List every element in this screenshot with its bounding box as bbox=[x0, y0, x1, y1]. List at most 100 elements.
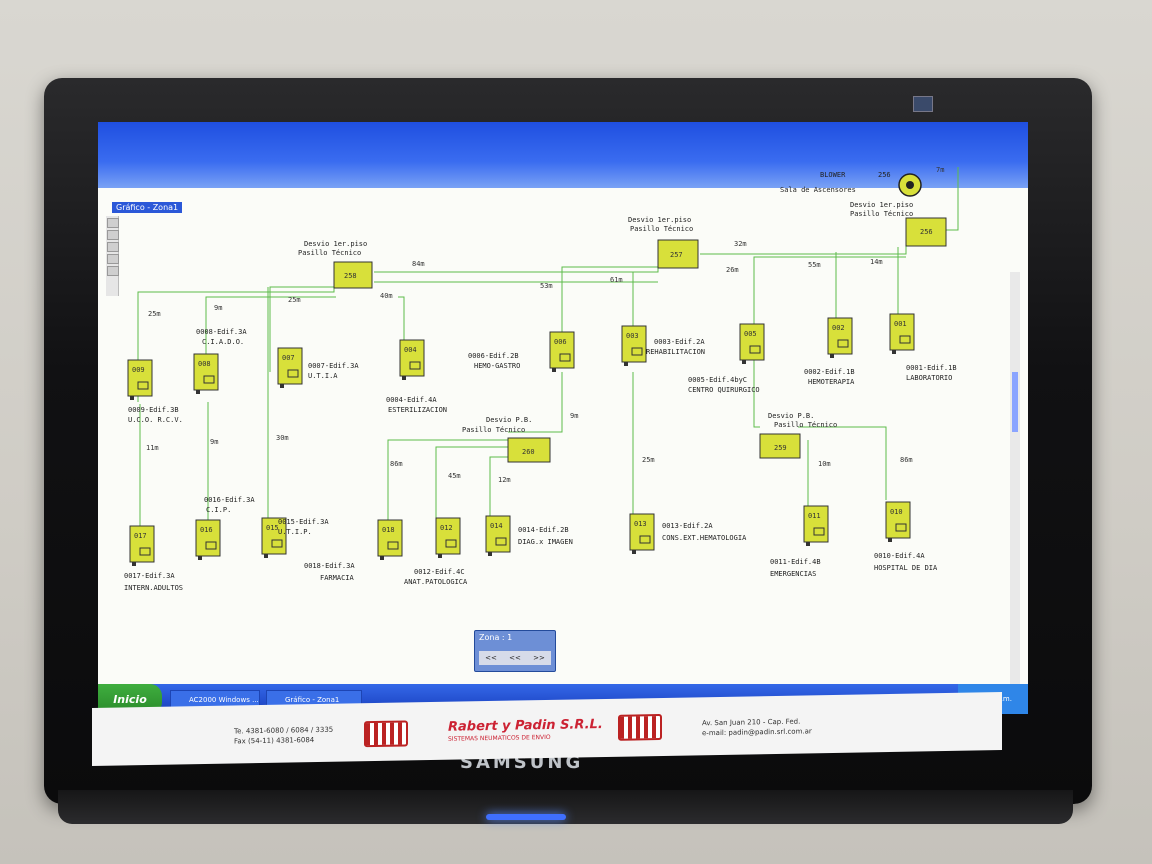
station-id: 015 bbox=[266, 524, 279, 532]
svg-text:259: 259 bbox=[774, 444, 787, 452]
tool-button[interactable] bbox=[107, 230, 119, 240]
devio-260: 260 Desvio P.B. Pasillo Técnico bbox=[462, 416, 551, 463]
station-006[interactable]: 006 0006-Edif.2B HEMO-GASTRO bbox=[468, 331, 575, 372]
zone-dialog: Zona : 1 << << >> bbox=[474, 630, 556, 672]
station-code: 0010-Edif.4A bbox=[874, 552, 925, 560]
svg-text:Desvio 1er.piso: Desvio 1er.piso bbox=[304, 240, 367, 248]
blower-label: BLOWER bbox=[820, 171, 846, 179]
station-name: U.T.I.P. bbox=[278, 528, 312, 536]
station-name: LABORATORIO bbox=[906, 374, 952, 382]
station-code: 0007-Edif.3A bbox=[308, 362, 359, 370]
station-name: ESTERILIZACION bbox=[388, 406, 447, 414]
devio-259: 259 Desvio P.B. Pasillo Técnico bbox=[759, 412, 837, 459]
tool-button[interactable] bbox=[107, 266, 119, 276]
station-name: FARMACIA bbox=[320, 574, 355, 582]
station-id: 013 bbox=[634, 520, 647, 528]
station-code: 0018-Edif.3A bbox=[304, 562, 355, 570]
svg-text:260: 260 bbox=[522, 448, 535, 456]
station-id: 010 bbox=[890, 508, 903, 516]
svg-text:Desvio 1er.piso: Desvio 1er.piso bbox=[850, 201, 913, 209]
station-code: 0002-Edif.1B bbox=[804, 368, 855, 376]
station-code: 0005-Edif.4byC bbox=[688, 376, 747, 384]
vendor-name: Rabert y Padin S.R.L. bbox=[448, 717, 603, 735]
scrollbar-thumb[interactable] bbox=[1012, 372, 1018, 432]
zone-title: Zona : 1 bbox=[479, 633, 513, 642]
station-code: 0006-Edif.2B bbox=[468, 352, 519, 360]
vertical-scrollbar[interactable] bbox=[1010, 272, 1020, 692]
station-id: 009 bbox=[132, 366, 145, 374]
sticker-phone: Te. 4381-6080 / 6084 / 3335 bbox=[234, 725, 334, 736]
monitor-base bbox=[58, 790, 1073, 824]
station-name: CONS.EXT.HEMATOLOGIA bbox=[662, 534, 747, 542]
zone-mid-button[interactable]: << bbox=[509, 654, 521, 662]
tool-button[interactable] bbox=[107, 242, 119, 252]
station-name: DIAG.x IMAGEN bbox=[518, 538, 573, 546]
svg-text:12m: 12m bbox=[498, 476, 511, 484]
zone-nav: << << >> bbox=[479, 651, 551, 665]
svg-text:86m: 86m bbox=[390, 460, 403, 468]
svg-text:Pasillo Técnico: Pasillo Técnico bbox=[774, 421, 837, 429]
svg-text:25m: 25m bbox=[642, 456, 655, 464]
svg-text:9m: 9m bbox=[214, 304, 222, 312]
station-id: 002 bbox=[832, 324, 845, 332]
station-id: 001 bbox=[894, 320, 907, 328]
svg-text:9m: 9m bbox=[570, 412, 578, 420]
station-id: 006 bbox=[554, 338, 567, 346]
station-code: 0011-Edif.4B bbox=[770, 558, 821, 566]
sticker-fax: Fax (54-11) 4381-6084 bbox=[234, 736, 315, 746]
svg-text:55m: 55m bbox=[808, 261, 821, 269]
station-011[interactable]: 011 0011-Edif.4B EMERGENCIAS bbox=[770, 505, 829, 578]
station-name: INTERN.ADULTOS bbox=[124, 584, 183, 592]
devio-256: 256 Desvio 1er.piso Pasillo Técnico bbox=[850, 201, 947, 247]
svg-text:84m: 84m bbox=[412, 260, 425, 268]
vendor-address: Av. San Juan 210 - Cap. Fed. bbox=[702, 717, 801, 728]
svg-text:257: 257 bbox=[670, 251, 683, 259]
screen: Gráfico - Zona1 bbox=[98, 122, 1028, 714]
blower-id: 256 bbox=[878, 171, 891, 179]
devio-257: 257 Desvio 1er.piso Pasillo Técnico bbox=[628, 216, 699, 269]
station-code: 0009-Edif.3B bbox=[128, 406, 179, 414]
svg-text:61m: 61m bbox=[610, 276, 623, 284]
station-id: 008 bbox=[198, 360, 211, 368]
station-id: 012 bbox=[440, 524, 453, 532]
station-code: 0016-Edif.3A bbox=[204, 496, 255, 504]
station-001[interactable]: 001 0001-Edif.1B LABORATORIO bbox=[889, 313, 957, 382]
window-title: Gráfico - Zona1 bbox=[112, 202, 183, 213]
station-name: HEMO-GASTRO bbox=[474, 362, 520, 370]
title-bar-background bbox=[98, 122, 1028, 188]
station-010[interactable]: 010 0010-Edif.4A HOSPITAL DE DIA bbox=[874, 501, 938, 572]
station-name: EMERGENCIAS bbox=[770, 570, 816, 578]
svg-text:26m: 26m bbox=[726, 266, 739, 274]
svg-text:258: 258 bbox=[344, 272, 357, 280]
zone-next-button[interactable]: >> bbox=[533, 654, 545, 662]
zone-prev-button[interactable]: << bbox=[485, 654, 497, 662]
station-code: 0017-Edif.3A bbox=[124, 572, 175, 580]
tool-button[interactable] bbox=[107, 254, 119, 264]
station-id: 004 bbox=[404, 346, 417, 354]
station-code: 0001-Edif.1B bbox=[906, 364, 957, 372]
station-id: 003 bbox=[626, 332, 639, 340]
svg-text:11m: 11m bbox=[146, 444, 159, 452]
svg-text:40m: 40m bbox=[380, 292, 393, 300]
station-name: C.I.A.D.O. bbox=[202, 338, 244, 346]
tool-button[interactable] bbox=[107, 218, 119, 228]
station-name: HOSPITAL DE DIA bbox=[874, 564, 938, 572]
blower-dist: 7m bbox=[936, 166, 944, 174]
station-name: REHABILITACION bbox=[646, 348, 705, 356]
station-id: 011 bbox=[808, 512, 821, 520]
vendor-logo-left bbox=[364, 720, 408, 748]
